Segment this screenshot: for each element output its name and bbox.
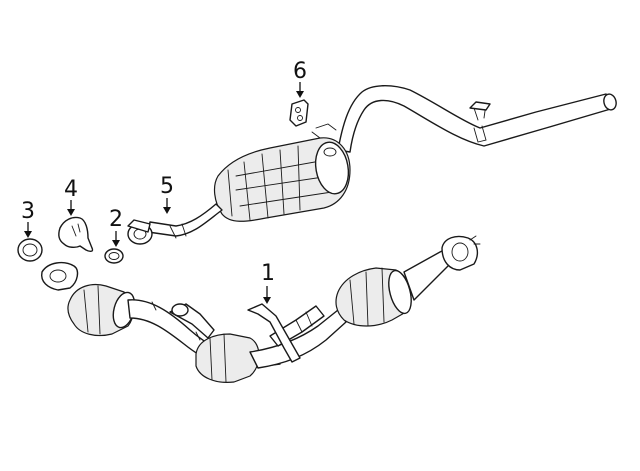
callout-number-4: 4: [64, 177, 78, 202]
callout-number-1: 1: [261, 261, 275, 286]
hanger-insulator: [289, 99, 309, 127]
seal-ring: [104, 248, 124, 264]
callout-number-5: 5: [160, 174, 174, 199]
callout-number-2: 2: [109, 207, 123, 232]
rear-exhaust-assembly: [127, 85, 617, 245]
callout-number-3: 3: [21, 199, 35, 224]
callout-leaders: [24, 82, 304, 304]
callout-number-6: 6: [293, 59, 307, 84]
heat-shield: [58, 216, 94, 252]
front-converter-assembly: [41, 235, 481, 383]
gasket-ring: [17, 238, 43, 262]
